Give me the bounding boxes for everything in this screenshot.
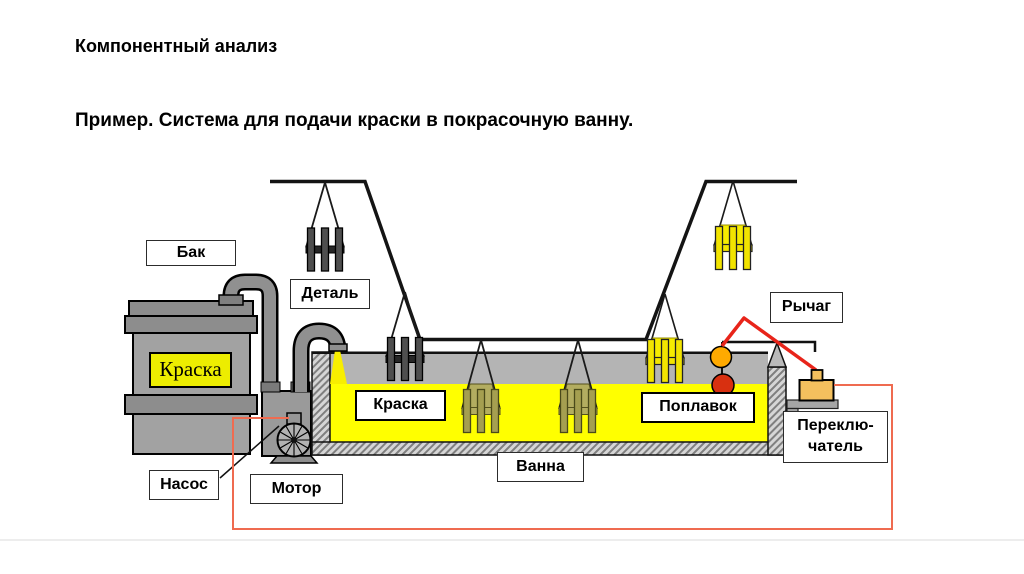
label-paint-bath: Краска [355, 390, 446, 421]
label-motor: Мотор [250, 474, 343, 504]
hanging-part-unpainted-1 [305, 181, 345, 272]
pipe-tank-to-pump [218, 273, 279, 392]
label-lever: Рычаг [770, 292, 843, 323]
bath-right-wall-tip [766, 340, 788, 368]
hanging-part-unpainted-2 [385, 291, 425, 382]
pump-unit [260, 381, 319, 464]
label-part: Деталь [290, 279, 370, 309]
lever-line [720, 316, 818, 372]
hanging-part-painted-2 [713, 180, 753, 271]
label-bath: Ванна [497, 452, 584, 482]
label-tank: Бак [146, 240, 236, 266]
conveyor-line [270, 179, 797, 342]
bath-left-wall [311, 351, 331, 456]
barrel-band-top [124, 315, 258, 334]
pipe-collar-left [260, 381, 281, 393]
switch-knob [810, 369, 824, 382]
label-pump: Насос [149, 470, 219, 500]
slide-subtitle: Пример. Система для подачи краски в покр… [75, 110, 634, 131]
label-switch: Переклю- чатель [783, 411, 888, 463]
pipe-pump-to-bath [292, 322, 348, 392]
paint-stream [330, 350, 347, 384]
float-ball-upper [709, 345, 733, 369]
barrel-band-bottom [124, 394, 258, 415]
motor-cap [286, 412, 302, 425]
wire-switch-to-motor [232, 384, 893, 530]
bottom-divider [0, 539, 1024, 541]
fan-hub [291, 437, 297, 443]
slide-title: Компонентный анализ [75, 36, 278, 56]
switch-body [798, 379, 835, 402]
pump-pointer-line [219, 425, 280, 479]
float-arm [722, 340, 817, 352]
label-paint-barrel: Краска [149, 352, 232, 388]
label-float: Поплавок [641, 392, 755, 423]
pipe-nozzle [328, 343, 348, 352]
barrel-outlet-cap [218, 294, 244, 306]
hanging-part-painted-1 [645, 293, 685, 384]
